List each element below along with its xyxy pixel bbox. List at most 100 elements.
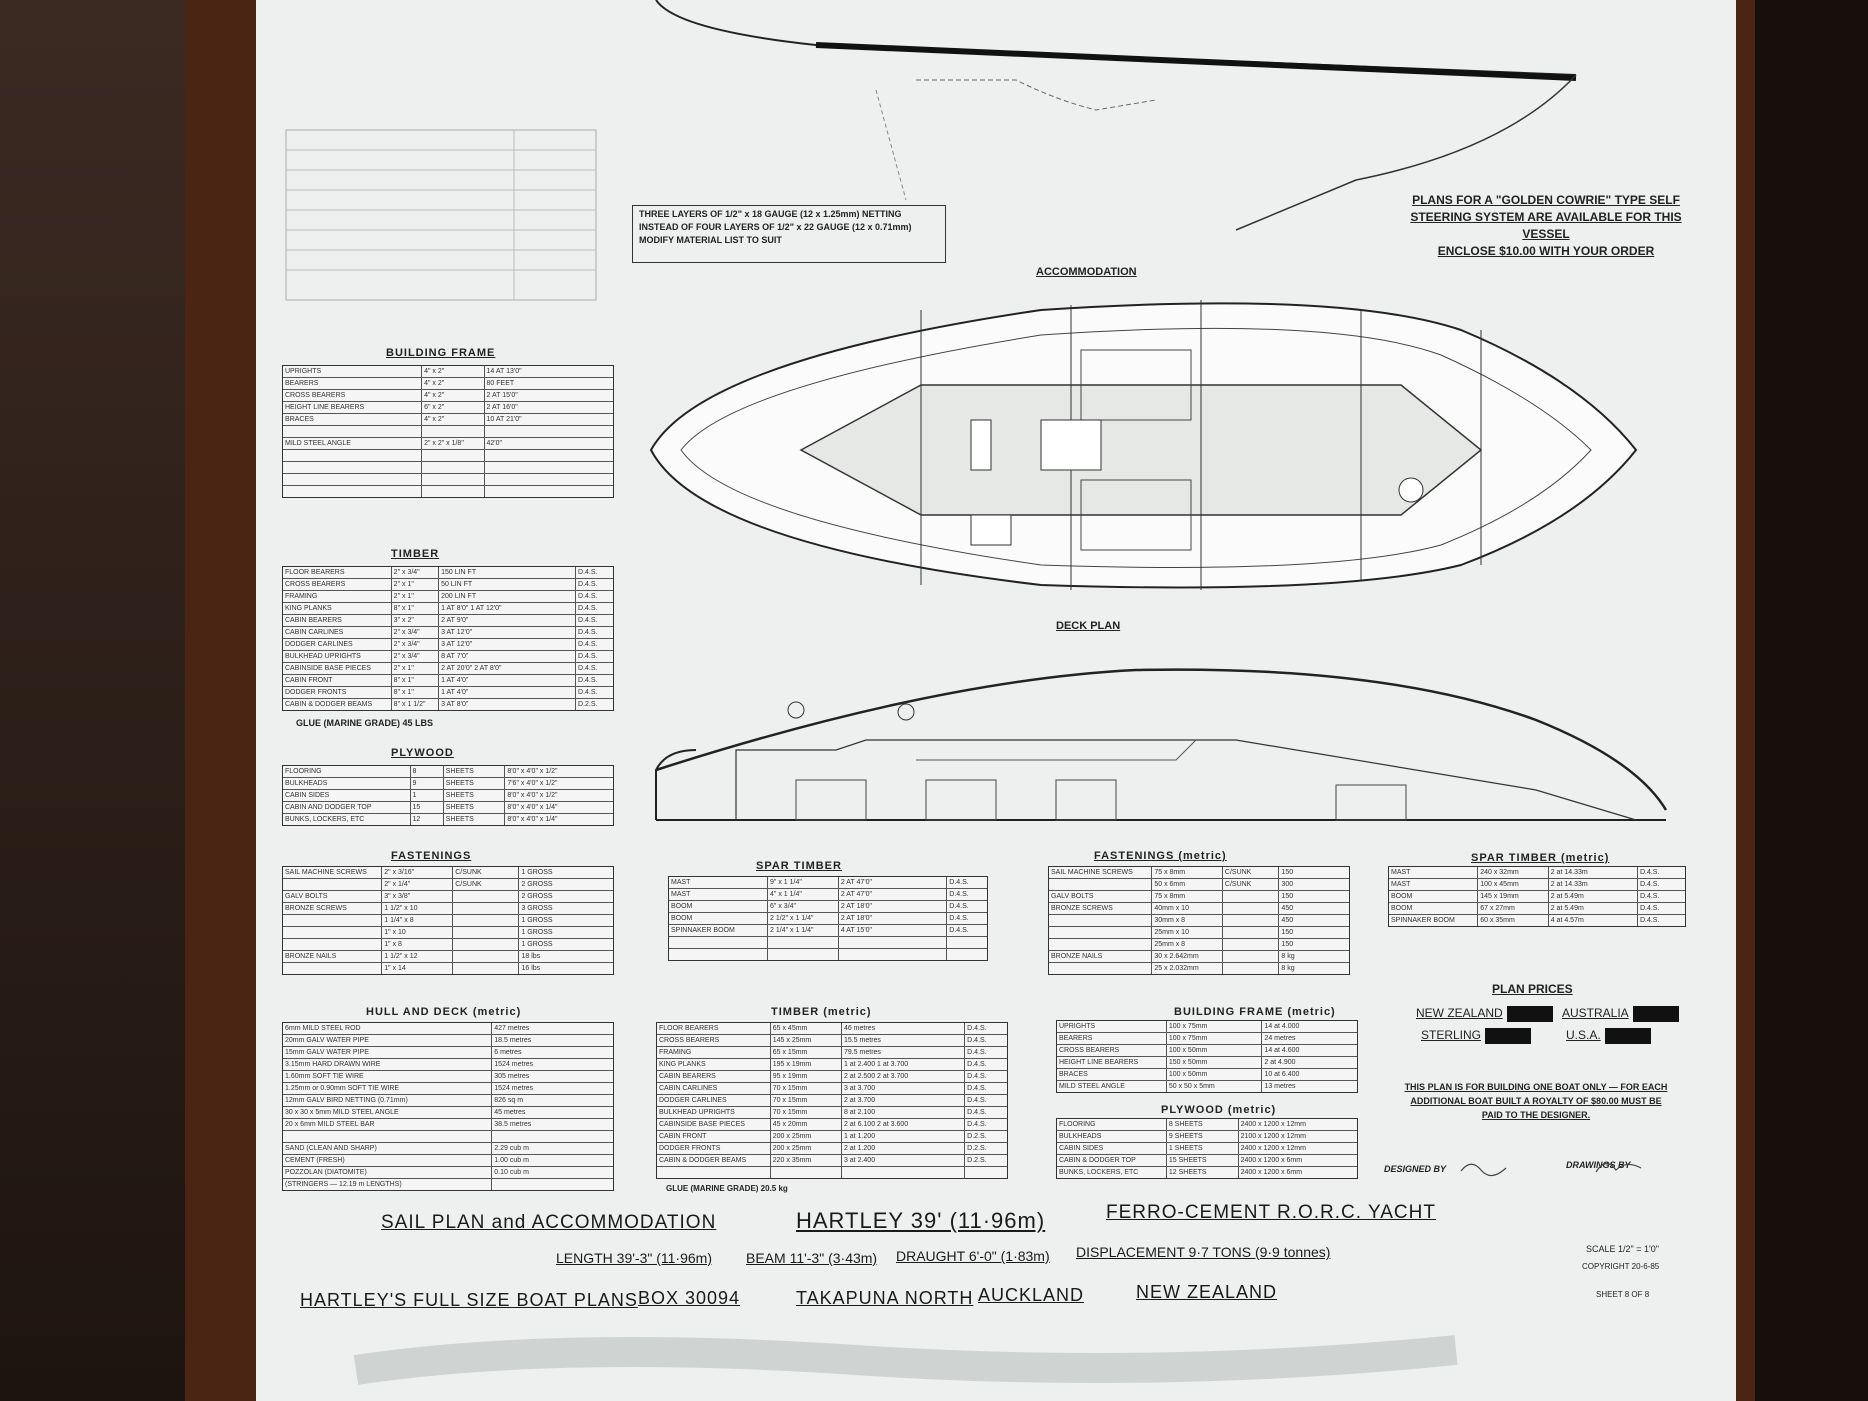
- table-cell: 1 SHEETS: [1167, 1143, 1239, 1154]
- table-cell: 25mm x 10: [1152, 927, 1223, 938]
- table-cell: 2 1/2" x 1 1/4": [768, 913, 839, 924]
- table-cell: BOOM: [669, 913, 769, 924]
- table-cell: [422, 426, 485, 437]
- table-cell: [283, 1131, 493, 1142]
- royalty-line-3: PAID TO THE DESIGNER.: [1481, 1110, 1591, 1120]
- plywood-metric-title: PLYWOOD (metric): [1161, 1104, 1277, 1116]
- table-cell: HEIGHT LINE BEARERS: [283, 402, 423, 413]
- table-cell: 150: [1281, 869, 1294, 876]
- notice-line-2: STEERING SYSTEM ARE AVAILABLE FOR THIS: [1410, 210, 1682, 224]
- table-cell: 4" x 2": [422, 414, 485, 425]
- table-cell: [492, 1179, 613, 1190]
- table-cell: [453, 927, 520, 938]
- table-cell: [283, 879, 383, 890]
- table-cell: 150 x 50mm: [1167, 1057, 1263, 1068]
- table-cell: 70 x 15mm: [771, 1095, 842, 1106]
- fastenings-metric-title: FASTENINGS (metric): [1094, 850, 1227, 862]
- suburb: TAKAPUNA NORTH: [796, 1288, 974, 1308]
- table-row: [283, 474, 613, 486]
- table-cell: 1 AT 8'0" 1 AT 12'0": [439, 603, 577, 614]
- table-cell: 1 GROSS: [521, 869, 553, 876]
- table-cell: DODGER FRONTS: [657, 1143, 771, 1154]
- table-row: 12mm GALV BIRD NETTING (0.71mm)826 sq m: [283, 1095, 613, 1107]
- table-cell: CABIN & DODGER BEAMS: [283, 699, 392, 710]
- table-cell: BRACES: [283, 414, 423, 425]
- table-cell: 80 FEET: [486, 380, 515, 387]
- table-cell: 1 1/2" x 10: [382, 903, 454, 914]
- table-cell: [283, 450, 423, 461]
- table-cell: 4" x 2": [422, 366, 485, 377]
- table-cell: 9" x 1 1/4": [768, 877, 839, 888]
- table-cell: [1049, 915, 1153, 926]
- table-cell: BRONZE SCREWS: [283, 903, 383, 914]
- table-cell: 2 at 3.700: [842, 1095, 966, 1106]
- table-cell: [453, 963, 520, 974]
- table-cell: 8 at 2.100: [842, 1107, 966, 1118]
- royalty-notice: THIS PLAN IS FOR BUILDING ONE BOAT ONLY …: [1386, 1080, 1686, 1122]
- table-cell: [283, 486, 423, 497]
- table-cell: D.4.S.: [967, 1121, 987, 1128]
- table-cell: [453, 891, 520, 902]
- table-cell: 150: [1281, 929, 1294, 936]
- table-cell: D.4.S.: [949, 891, 969, 898]
- spec-length: LENGTH 39'-3" (11·96m): [556, 1250, 712, 1266]
- table-cell: 2" x 1": [392, 663, 440, 674]
- table-cell: [1223, 915, 1280, 926]
- table-cell: 2 AT 9'0": [439, 615, 577, 626]
- table-cell: [669, 937, 769, 948]
- table-cell: FLOOR BEARERS: [657, 1023, 771, 1034]
- table-cell: 200 x 25mm: [771, 1131, 842, 1142]
- table-cell: 24 metres: [1264, 1035, 1296, 1042]
- table-cell: 75 x 8mm: [1152, 891, 1223, 902]
- table-cell: 2 AT 18'0": [839, 901, 948, 912]
- table-cell: [453, 951, 520, 962]
- table-cell: 8'0" x 4'0" x 1/2": [507, 792, 558, 799]
- table-cell: 2 AT 16'0": [486, 404, 518, 411]
- table-cell: 100 x 50mm: [1167, 1069, 1263, 1080]
- company-name: HARTLEY'S FULL SIZE BOAT PLANS: [300, 1290, 638, 1310]
- price-new-zealand-label: NEW ZEALAND: [1416, 1006, 1503, 1021]
- table-cell: 15 SHEETS: [1167, 1155, 1239, 1166]
- table-cell: 145 x 25mm: [771, 1035, 842, 1046]
- table-cell: [842, 1167, 966, 1178]
- table-cell: 16 lbs: [521, 965, 541, 972]
- redaction-block: [1604, 1028, 1651, 1044]
- table-cell: FRAMING: [657, 1047, 771, 1058]
- table-cell: D.4.S.: [1639, 881, 1660, 888]
- table-cell: [768, 949, 839, 960]
- signature-marks: [1460, 1162, 1642, 1177]
- table-cell: CABIN & DODGER TOP: [1057, 1155, 1167, 1166]
- table-cell: CABIN SIDES: [1057, 1143, 1167, 1154]
- table-cell: 15: [411, 802, 444, 813]
- notice-line-1: PLANS FOR A "GOLDEN COWRIE" TYPE SELF: [1412, 193, 1680, 207]
- table-cell: 38.5 metres: [494, 1121, 532, 1128]
- table-cell: 3" x 2": [392, 615, 440, 626]
- table-cell: 4" x 2": [422, 378, 485, 389]
- table-cell: 8" x 1": [392, 675, 440, 686]
- timber-metric-title: TIMBER (metric): [771, 1006, 872, 1018]
- table-cell: [485, 486, 613, 497]
- table-cell: [1049, 939, 1153, 950]
- table-cell: [422, 450, 485, 461]
- table-cell: D.4.S.: [967, 1085, 987, 1092]
- table-cell: [839, 949, 948, 960]
- table-cell: 50 x 50 x 5mm: [1167, 1081, 1263, 1092]
- table-cell: D.4.S.: [1639, 869, 1660, 876]
- table-cell: 2 AT 20'0" 2 AT 8'0": [439, 663, 577, 674]
